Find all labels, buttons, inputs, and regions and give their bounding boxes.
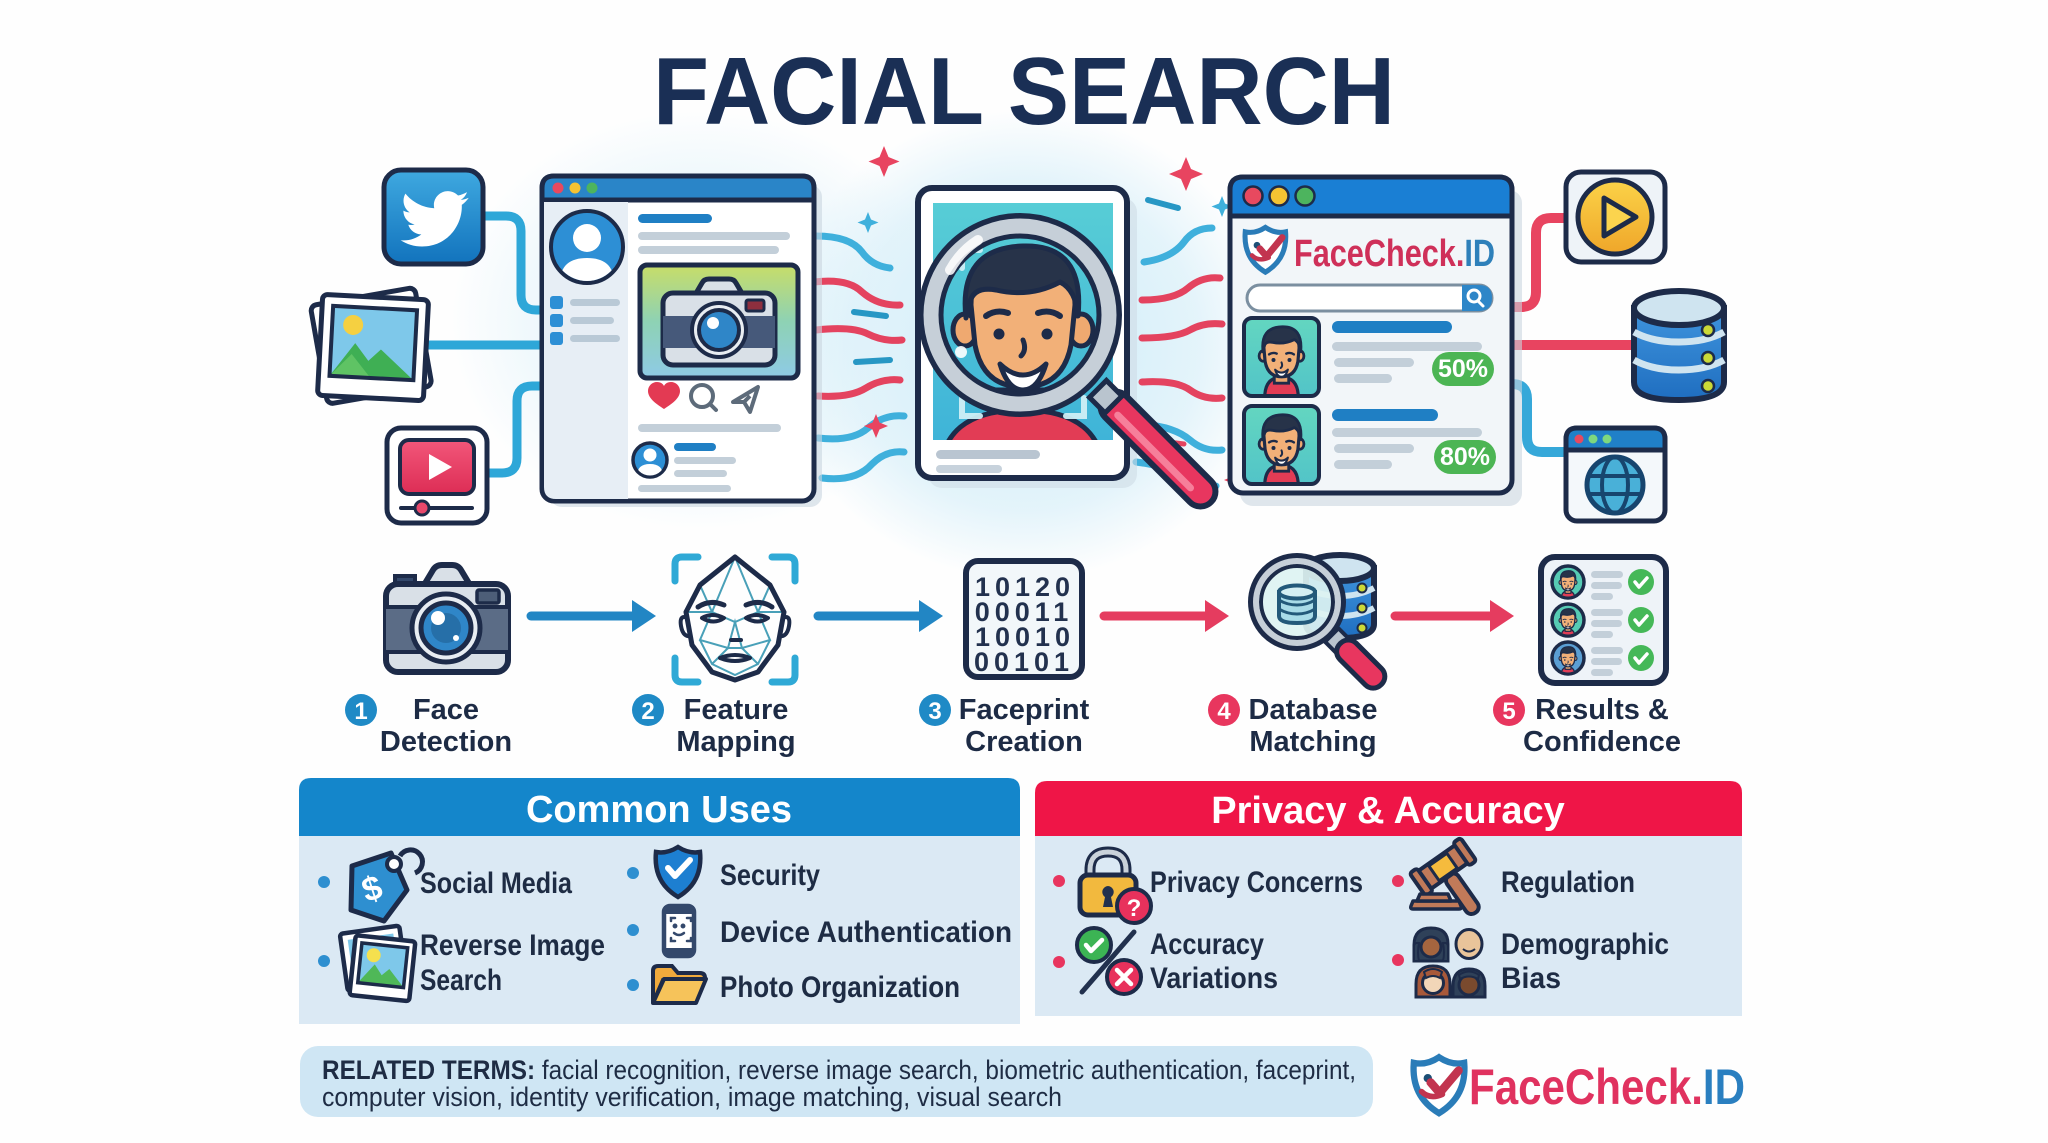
svg-text:Common Uses: Common Uses [526,789,792,831]
svg-text:FaceCheck.ID: FaceCheck.ID [1294,233,1495,275]
svg-text:Database: Database [1249,694,1378,726]
svg-text:5: 5 [1502,698,1515,725]
svg-text:Regulation: Regulation [1501,866,1635,899]
svg-text:FaceCheck.ID: FaceCheck.ID [1469,1059,1745,1115]
svg-text:RELATED TERMS: facial recognit: RELATED TERMS: facial recognition, rever… [322,1055,1356,1085]
svg-text:10010: 10010 [975,622,1075,652]
svg-text:Photo Organization: Photo Organization [720,971,960,1004]
svg-text:1: 1 [354,698,367,725]
svg-text:Detection: Detection [380,726,512,758]
svg-text:Feature: Feature [684,694,789,726]
svg-text:Face: Face [413,694,479,726]
svg-text:Matching: Matching [1249,726,1376,758]
svg-text:Privacy Concerns: Privacy Concerns [1150,866,1363,899]
svg-text:Variations: Variations [1150,962,1278,995]
svg-text:4: 4 [1217,698,1231,725]
svg-text:50%: 50% [1438,355,1488,383]
svg-text:80%: 80% [1440,443,1490,471]
svg-text:Demographic: Demographic [1501,928,1669,961]
svg-text:Creation: Creation [965,726,1083,758]
svg-text:Results &: Results & [1535,694,1669,726]
svg-text:Mapping: Mapping [676,726,795,758]
svg-text:Reverse Image: Reverse Image [420,929,605,962]
svg-text:?: ? [1127,895,1142,922]
svg-text:10120: 10120 [975,572,1075,602]
svg-text:computer vision, identity veri: computer vision, identity verification, … [322,1082,1062,1112]
svg-text:Accuracy: Accuracy [1150,928,1264,961]
svg-text:00011: 00011 [975,597,1074,627]
svg-text:Faceprint: Faceprint [959,694,1090,726]
svg-text:2: 2 [641,698,654,725]
svg-text:00101: 00101 [974,647,1074,677]
svg-text:Social Media: Social Media [420,867,572,900]
svg-text:Security: Security [720,859,820,892]
svg-text:Privacy & Accuracy: Privacy & Accuracy [1211,790,1565,832]
svg-text:Search: Search [420,964,502,997]
svg-text:Device Authentication: Device Authentication [720,916,1012,949]
svg-text:3: 3 [928,698,941,725]
svg-text:Confidence: Confidence [1523,726,1681,758]
svg-text:Bias: Bias [1501,962,1561,995]
svg-text:FACIAL SEARCH: FACIAL SEARCH [653,38,1395,145]
